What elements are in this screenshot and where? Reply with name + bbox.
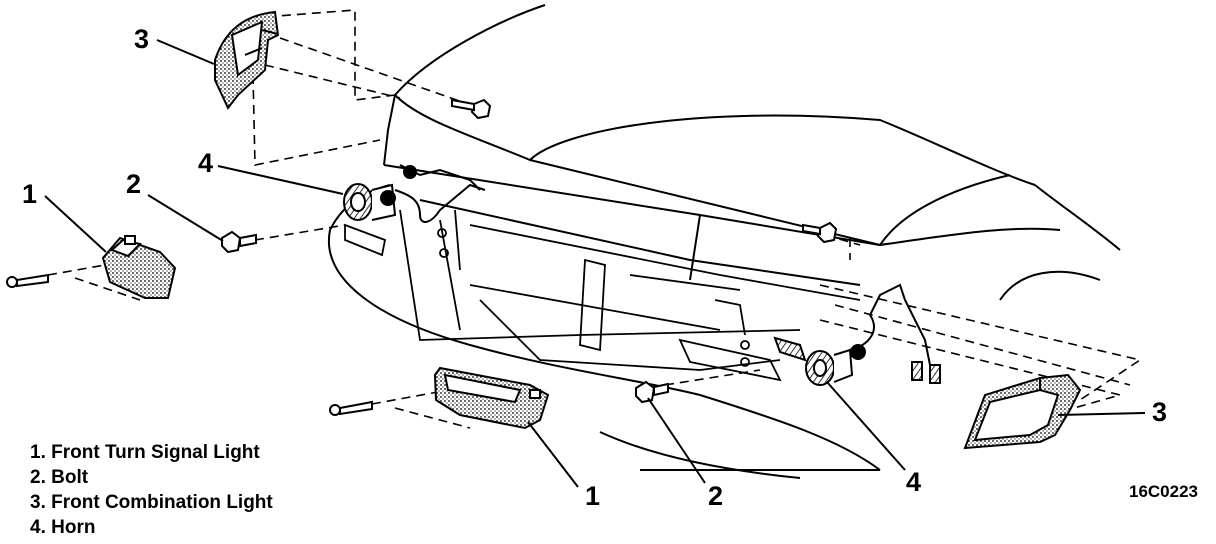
bolt-left <box>221 230 257 254</box>
legend-item-bolt: 2. Bolt <box>30 467 89 488</box>
callout-2-right: 2 <box>708 481 723 511</box>
leader-line-3-left <box>156 39 215 65</box>
callout-4-right: 4 <box>906 467 921 497</box>
front-turn-signal-light-lower <box>433 366 550 430</box>
leader-line-4-left <box>217 165 344 195</box>
callout-1-left: 1 <box>22 179 37 209</box>
leader-line-2-right <box>647 397 706 484</box>
leader-line-3-right <box>1057 412 1146 416</box>
leader-line-1-lower <box>527 421 579 488</box>
front-combination-light-left <box>214 10 280 110</box>
callout-3-right: 3 <box>1152 397 1167 427</box>
radiator-support-panel <box>344 209 861 382</box>
leader-line-4-right <box>826 381 906 471</box>
front-combination-light-right <box>963 373 1082 450</box>
leader-line-1-left <box>44 195 107 253</box>
callout-4-left: 4 <box>198 148 213 178</box>
horn-right <box>773 283 941 386</box>
callout-3-left: 3 <box>134 24 149 54</box>
front-turn-signal-light-left <box>101 235 177 299</box>
bolt-right <box>635 380 669 404</box>
figure-code: 16C0223 <box>1128 482 1198 501</box>
bolt-top-right <box>802 221 838 244</box>
legend-item-horn: 4. Horn <box>30 517 96 538</box>
horn-left <box>343 164 486 223</box>
legend-item-turn-signal: 1. Front Turn Signal Light <box>30 442 260 463</box>
screw-lower <box>329 400 373 416</box>
callout-1-lower: 1 <box>585 481 600 511</box>
parts-legend: 1. Front Turn Signal Light 2. Bolt 3. Fr… <box>30 440 273 540</box>
leader-line-2-left <box>147 194 224 242</box>
callout-2-left: 2 <box>126 169 141 199</box>
exploded-view-guide-lines <box>47 9 1142 429</box>
screw-left <box>6 273 49 288</box>
legend-item-combination-light: 3. Front Combination Light <box>30 492 273 513</box>
bolt-top-left <box>451 98 492 120</box>
leader-lines <box>44 39 1146 488</box>
